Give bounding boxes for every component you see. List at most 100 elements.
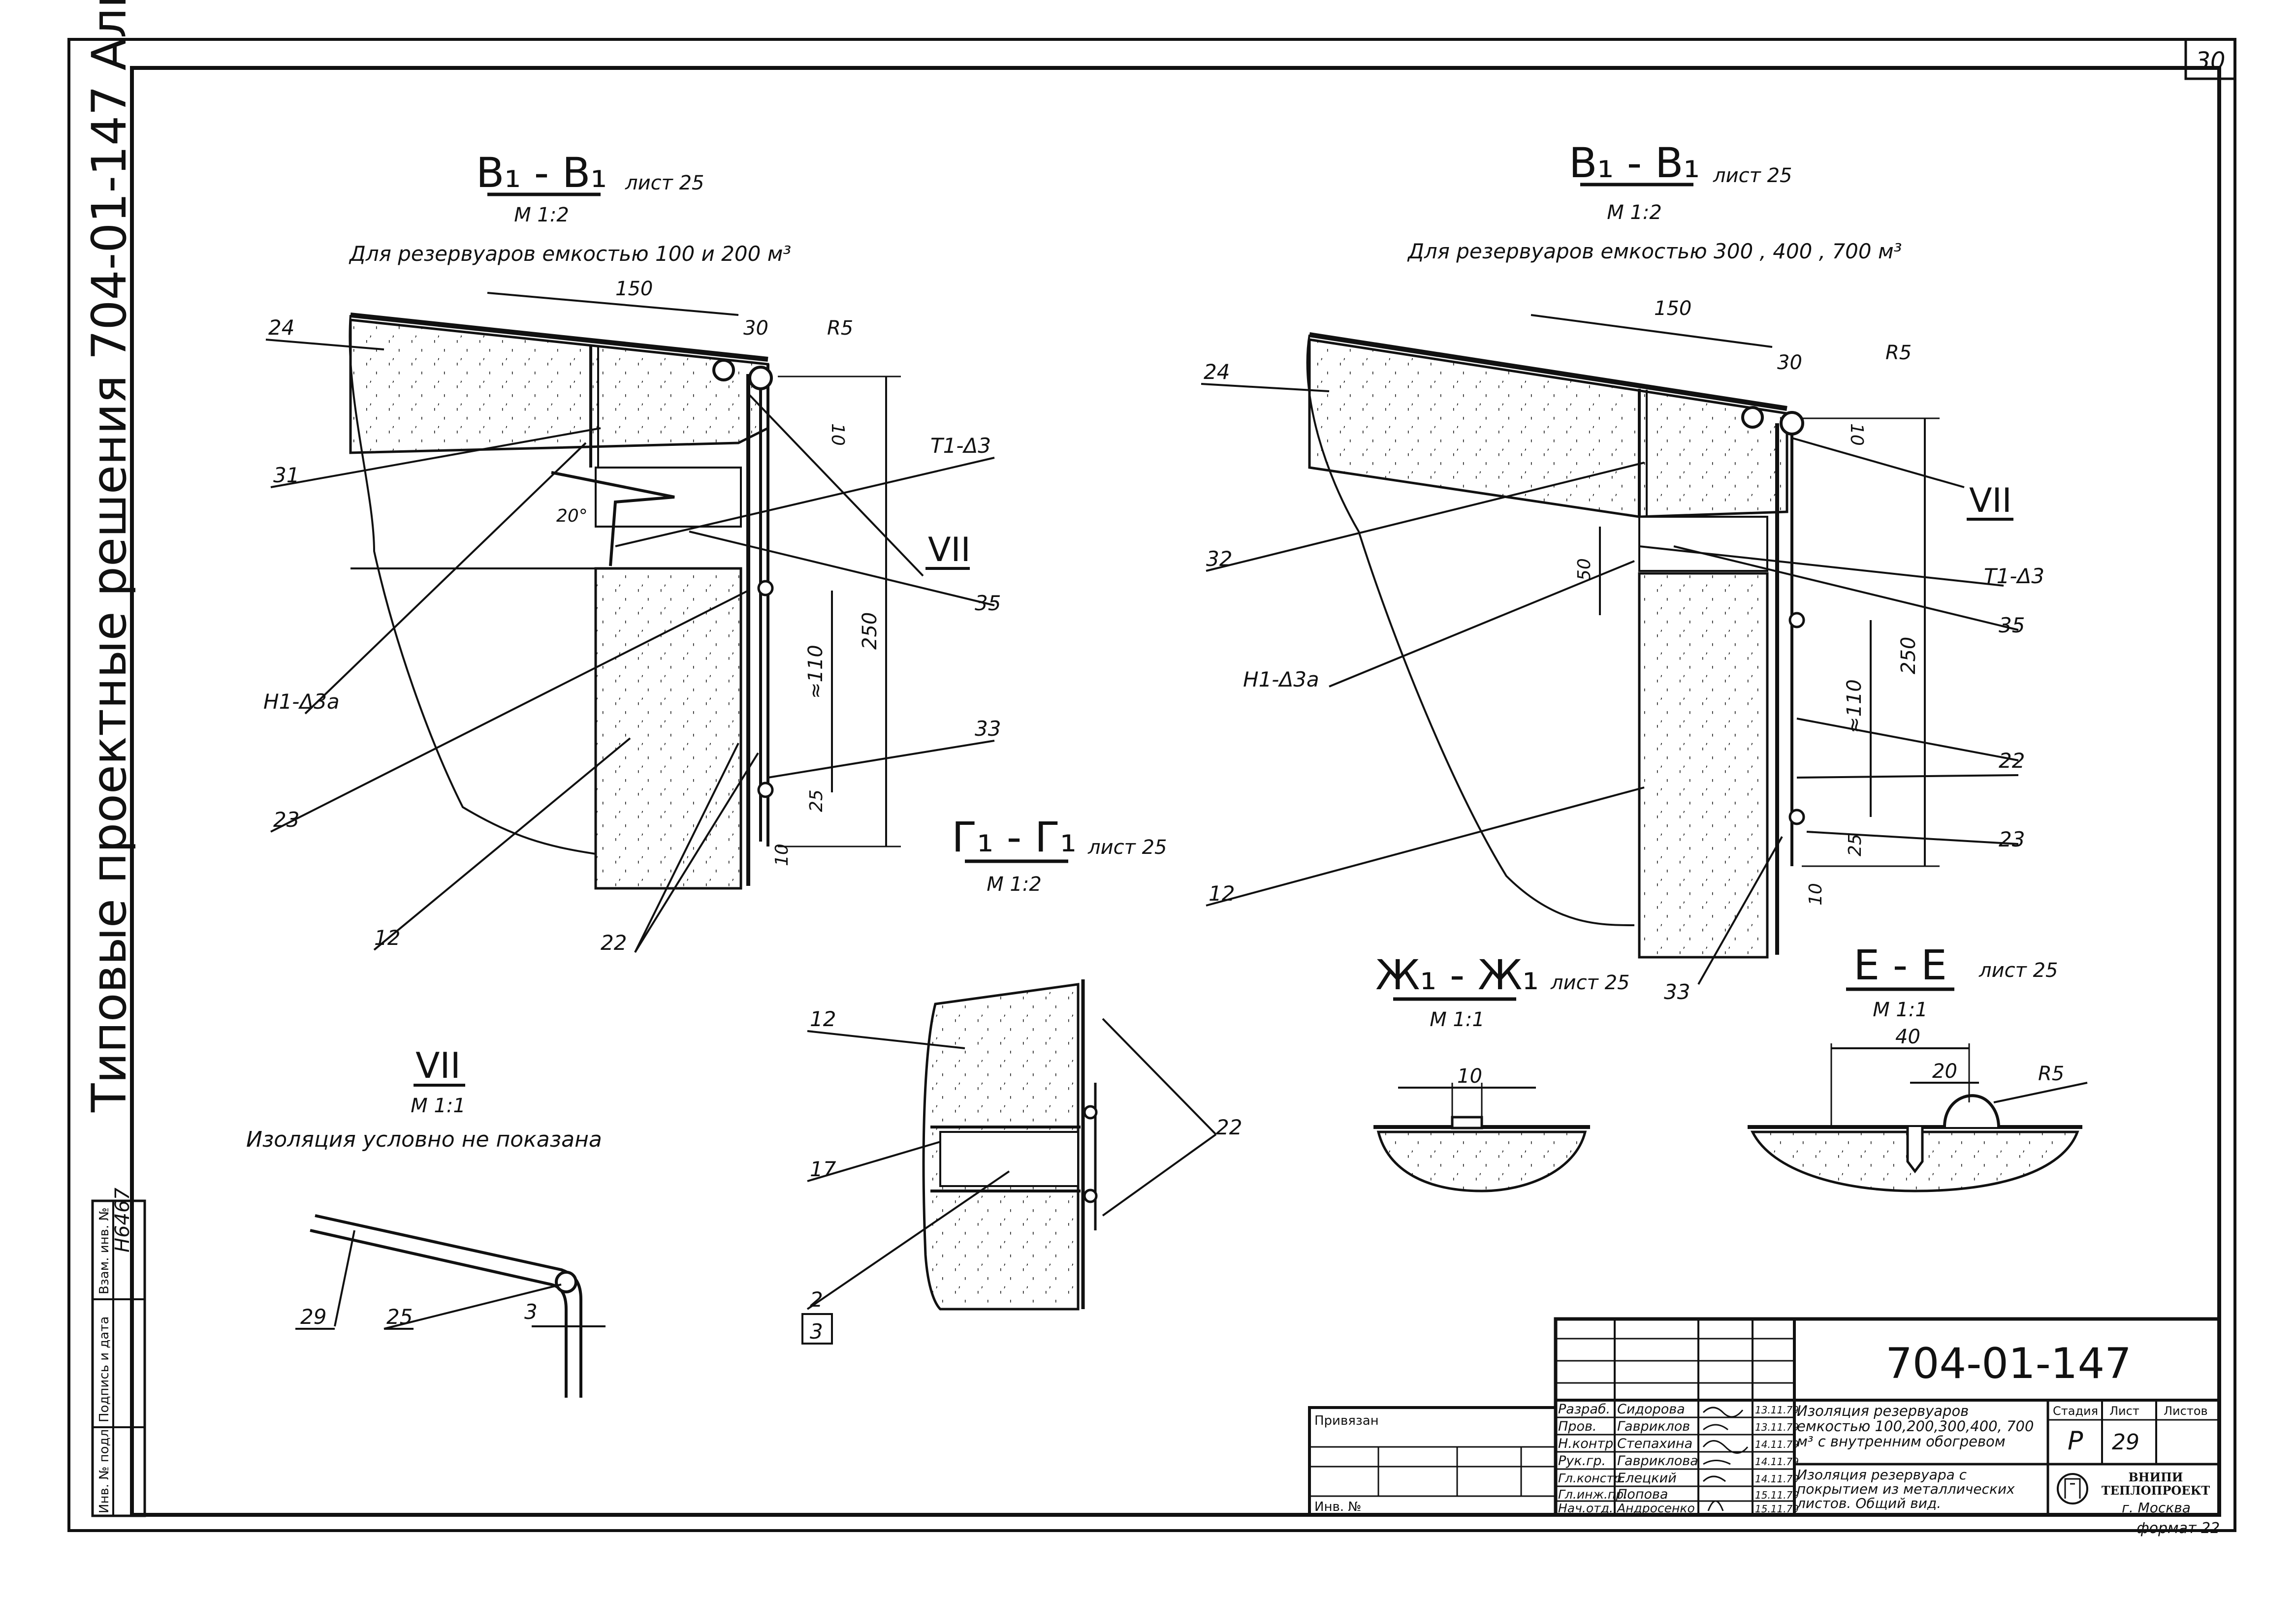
sheet-value: 29 — [2112, 1430, 2139, 1455]
label-h1-right: Н1-Δ3а — [1243, 667, 1319, 691]
view-b1-right-sheetref: лист 25 — [1713, 164, 1792, 187]
label-23-right: 23 — [1999, 827, 2025, 851]
name-1: Гавриклов — [1617, 1419, 1690, 1434]
dim-r5-right: R5 — [1885, 342, 1912, 364]
dim-10b: 10 — [772, 844, 792, 866]
outer-frame — [67, 38, 2236, 1532]
dim-110-right: ≈110 — [1843, 679, 1866, 733]
dim-20deg: 20° — [556, 506, 588, 526]
signatures — [1702, 1407, 1749, 1511]
label-22-g1: 22 — [1216, 1115, 1242, 1139]
project-title-box: Изоляция резервуаров емкостью 100,200,30… — [1797, 1404, 2034, 1450]
view-zh1-scale: М 1:1 — [1430, 1008, 1485, 1031]
view-ee-title: Е - Е — [1853, 941, 1947, 989]
role-5: Гл.инж.пр. — [1558, 1487, 1627, 1502]
name-3: Гавриклова — [1617, 1453, 1698, 1469]
inventory-code: Н6467 — [111, 1188, 134, 1253]
dim-40-ee: 40 — [1895, 1026, 1920, 1048]
dim-150: 150 — [615, 278, 653, 300]
format-label: формат 22 — [2137, 1520, 2220, 1537]
sheet-title: Изоляция резервуара с покрытием из метал… — [1797, 1468, 2015, 1511]
date-2: 14.11.79 — [1755, 1439, 1799, 1450]
view-vii-note: Изоляция условно не показана — [246, 1127, 602, 1152]
sheet-number: 30 — [2195, 47, 2225, 75]
view-zh1: Ж₁ - Ж₁ лист 25 М 1:1 10 — [1373, 951, 1629, 1192]
view-g1: Г₁ - Г₁ лист 25 М 1:2 12 17 22 2 3 — [801, 813, 1242, 1345]
dim-250-right: 250 — [1897, 637, 1920, 674]
side-stamp-label-replace: Взам. инв. № — [97, 1207, 112, 1294]
label-vii-left: VII — [928, 531, 971, 569]
view-vii-title: VII — [415, 1045, 461, 1086]
label-33: 33 — [975, 717, 1001, 741]
view-g1-sheetref: лист 25 — [1087, 836, 1167, 859]
date-1: 13.11.79 — [1755, 1421, 1799, 1433]
date-6: 15.11.79 — [1755, 1503, 1799, 1515]
view-zh1-sheetref: лист 25 — [1550, 971, 1629, 994]
side-stamp-label-sign: Подпись и дата — [97, 1316, 112, 1422]
label-23: 23 — [273, 808, 299, 832]
side-stamp: Инв. № подл. Подпись и дата Взам. инв. № — [91, 1199, 146, 1517]
view-b1-left: В₁ - В₁ лист 25 М 1:2 Для резервуаров ем… — [263, 149, 1001, 955]
dim-r5-ee: R5 — [2038, 1063, 2064, 1085]
label-h1: Н1-Δ3а — [263, 689, 340, 714]
label-25-vii: 25 — [386, 1305, 413, 1329]
date-4: 14.11.79 — [1755, 1473, 1799, 1485]
view-g1-title: Г₁ - Г₁ — [952, 813, 1077, 861]
stage-label: Стадия — [2053, 1404, 2098, 1418]
view-ee-scale: М 1:1 — [1873, 999, 1928, 1021]
org-city: г. Москва — [2122, 1500, 2191, 1516]
view-b1-left-title: В₁ - В₁ — [476, 149, 607, 197]
name-6: Андросенко — [1616, 1501, 1695, 1515]
dim-r5: R5 — [827, 317, 853, 340]
label-12: 12 — [374, 926, 400, 950]
view-b1-right: В₁ - В₁ лист 25 М 1:2 Для резервуаров ем… — [1201, 139, 2044, 1004]
dim-50-right: 50 — [1574, 558, 1594, 581]
label-22: 22 — [601, 931, 627, 955]
sheet-number-box — [2184, 38, 2236, 80]
role-2: Н.контр. — [1558, 1436, 1618, 1451]
date-0: 13.11.79 — [1755, 1404, 1799, 1416]
dim-10-right: 10 — [1847, 423, 1867, 446]
dim-110: ≈110 — [804, 645, 827, 699]
view-b1-right-note: Для резервуаров емкостью 300 , 400 , 700… — [1407, 239, 1902, 263]
label-2-g1: 2 — [810, 1287, 823, 1312]
side-title: Типовые проектные решения 704-01-147 Аль… — [82, 0, 137, 1113]
view-b1-right-title: В₁ - В₁ — [1569, 139, 1700, 187]
title-code: 704-01-147 — [1885, 1339, 2132, 1388]
label-t1-right: Т1-Δ3 — [1984, 564, 2044, 588]
view-zh1-title: Ж₁ - Ж₁ — [1375, 951, 1539, 999]
project-title: Изоляция резервуаров емкостью 100,200,30… — [1797, 1404, 2034, 1450]
view-b1-right-scale: М 1:2 — [1607, 201, 1662, 224]
role-4: Гл.констр. — [1558, 1471, 1626, 1485]
dim-20-ee: 20 — [1932, 1060, 1957, 1083]
sheet-title-box: Изоляция резервуара с покрытием из метал… — [1797, 1468, 2015, 1511]
dim-10b-right: 10 — [1806, 883, 1826, 906]
role-6: Нач.отд. — [1558, 1501, 1613, 1515]
label-3-vii: 3 — [524, 1300, 538, 1324]
view-b1-left-sheetref: лист 25 — [625, 172, 704, 194]
dim-30-right: 30 — [1777, 351, 1802, 374]
role-3: Рук.гр. — [1558, 1453, 1606, 1469]
name-4: Елецкий — [1617, 1471, 1677, 1486]
dim-10: 10 — [828, 423, 848, 446]
label-35-right: 35 — [1999, 613, 2025, 637]
name-0: Сидорова — [1617, 1402, 1685, 1417]
dim-25: 25 — [806, 789, 827, 812]
label-31: 31 — [273, 463, 299, 487]
label-29-vii: 29 — [300, 1305, 326, 1329]
role-1: Пров. — [1558, 1419, 1596, 1434]
sheets-label: Листов — [2164, 1404, 2208, 1418]
dim-250: 250 — [859, 612, 881, 650]
name-2: Степахина — [1617, 1436, 1692, 1451]
side-stamp-label-inv: Инв. № подл. — [97, 1425, 112, 1513]
dim-25-right: 25 — [1845, 834, 1865, 856]
org-name: ВНИПИ ТЕПЛОПРОЕКТ — [2101, 1471, 2210, 1498]
label-33-right: 33 — [1664, 980, 1690, 1004]
label-24-right: 24 — [1204, 360, 1230, 384]
inv-label: Инв. № — [1314, 1500, 1361, 1514]
stage-value: Р — [2068, 1426, 2083, 1456]
date-3: 14.11.79 — [1755, 1456, 1799, 1468]
inner-frame — [130, 66, 2221, 1517]
label-24: 24 — [268, 315, 294, 340]
